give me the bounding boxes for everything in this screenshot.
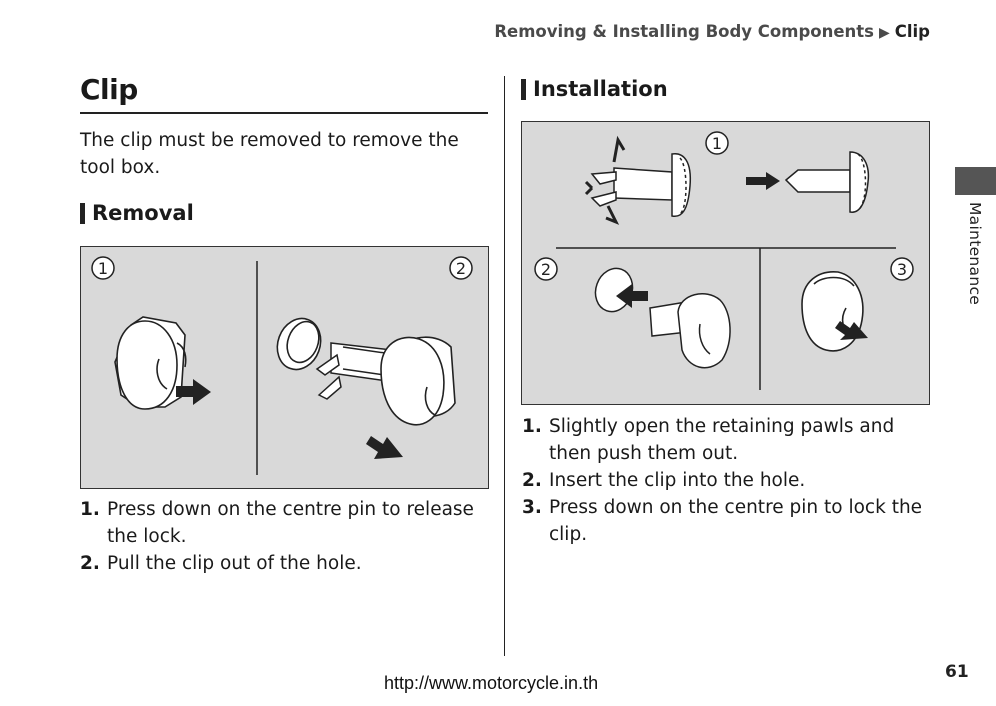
closed-clip-icon	[784, 151, 870, 213]
pin-cap-icon	[276, 317, 322, 371]
installation-step-3: 3. Press down on the centre pin to lock t…	[522, 494, 932, 548]
installation-step-1: 1. Slightly open the retaining pawls and …	[522, 413, 932, 467]
removal-step-1-number: 1.	[80, 499, 100, 520]
breadcrumb-section[interactable]: Removing & Installing Body Components	[494, 22, 874, 41]
insert-clip-icon	[649, 293, 731, 369]
install-marker-3-label: 3	[897, 260, 907, 279]
installation-step-1-number: 1.	[522, 416, 542, 437]
heading-bar-icon	[80, 202, 85, 224]
pull-arrow-icon	[366, 436, 403, 459]
installation-step-2-text: Insert the clip into the hole.	[549, 470, 806, 491]
lock-arrow-icon	[835, 321, 868, 340]
removal-steps: 1. Press down on the centre pin to releas…	[80, 496, 480, 577]
insert-arrow-icon	[616, 284, 648, 308]
installation-steps: 1. Slightly open the retaining pawls and …	[522, 413, 932, 548]
removal-step-2-text: Pull the clip out of the hole.	[107, 553, 362, 574]
clip-head-icon	[114, 316, 187, 410]
removal-step-1: 1. Press down on the centre pin to releas…	[80, 496, 480, 550]
title-underline	[80, 112, 488, 114]
removal-heading-text: Removal	[92, 201, 194, 225]
intro-text: The clip must be removed to remove the t…	[80, 130, 459, 178]
pawl-arrow-left-icon	[584, 180, 594, 196]
removal-step-2-number: 2.	[80, 553, 100, 574]
installation-heading: Installation	[521, 75, 668, 103]
installation-step-3-text: Press down on the centre pin to lock the…	[549, 497, 923, 545]
section-tab-label[interactable]: Maintenance	[966, 202, 984, 306]
removal-marker-2: 2	[449, 256, 473, 280]
removal-marker-2-label: 2	[456, 259, 466, 278]
install-marker-1-label: 1	[712, 134, 722, 153]
installation-figure: 1 2 3	[521, 121, 930, 405]
next-step-arrow-icon	[746, 172, 780, 190]
removal-figure: 1 2	[80, 246, 489, 489]
section-tab-marker[interactable]	[955, 167, 996, 195]
pawl-arrow-up-icon	[612, 135, 626, 163]
installation-step-1-text: Slightly open the retaining pawls and th…	[549, 416, 895, 464]
install-marker-1: 1	[705, 131, 729, 155]
install-marker-3: 3	[890, 257, 914, 281]
open-pawls-clip-icon	[590, 153, 692, 218]
breadcrumb-arrow-icon: ▶	[878, 25, 890, 41]
heading-bar-icon	[521, 78, 526, 100]
breadcrumb-current: Clip	[894, 22, 930, 41]
pawl-arrow-down-icon	[605, 205, 620, 225]
installation-illustration: 1 2 3	[534, 131, 914, 390]
installation-step-3-number: 3.	[522, 497, 542, 518]
installation-heading-text: Installation	[533, 77, 668, 101]
page-title: Clip	[80, 73, 138, 106]
column-divider	[504, 76, 505, 656]
push-arrow-icon	[176, 379, 211, 405]
removal-marker-1: 1	[91, 256, 115, 280]
footer-url-link[interactable]: http://www.motorcycle.in.th	[384, 673, 599, 693]
page-number: 61	[945, 662, 969, 682]
install-marker-2-label: 2	[541, 260, 551, 279]
breadcrumb: Removing & Installing Body Components▶Cl…	[494, 22, 930, 41]
clip-mushroom-icon	[380, 336, 456, 426]
removal-step-2: 2. Pull the clip out of the hole.	[80, 550, 480, 577]
installation-step-2-number: 2.	[522, 470, 542, 491]
removal-heading: Removal	[80, 199, 194, 227]
removal-marker-1-label: 1	[98, 259, 108, 278]
removal-illustration: 1 2	[91, 256, 473, 475]
removal-step-1-text: Press down on the centre pin to release …	[107, 499, 474, 547]
installation-step-2: 2. Insert the clip into the hole.	[522, 467, 932, 494]
install-marker-2: 2	[534, 257, 558, 281]
